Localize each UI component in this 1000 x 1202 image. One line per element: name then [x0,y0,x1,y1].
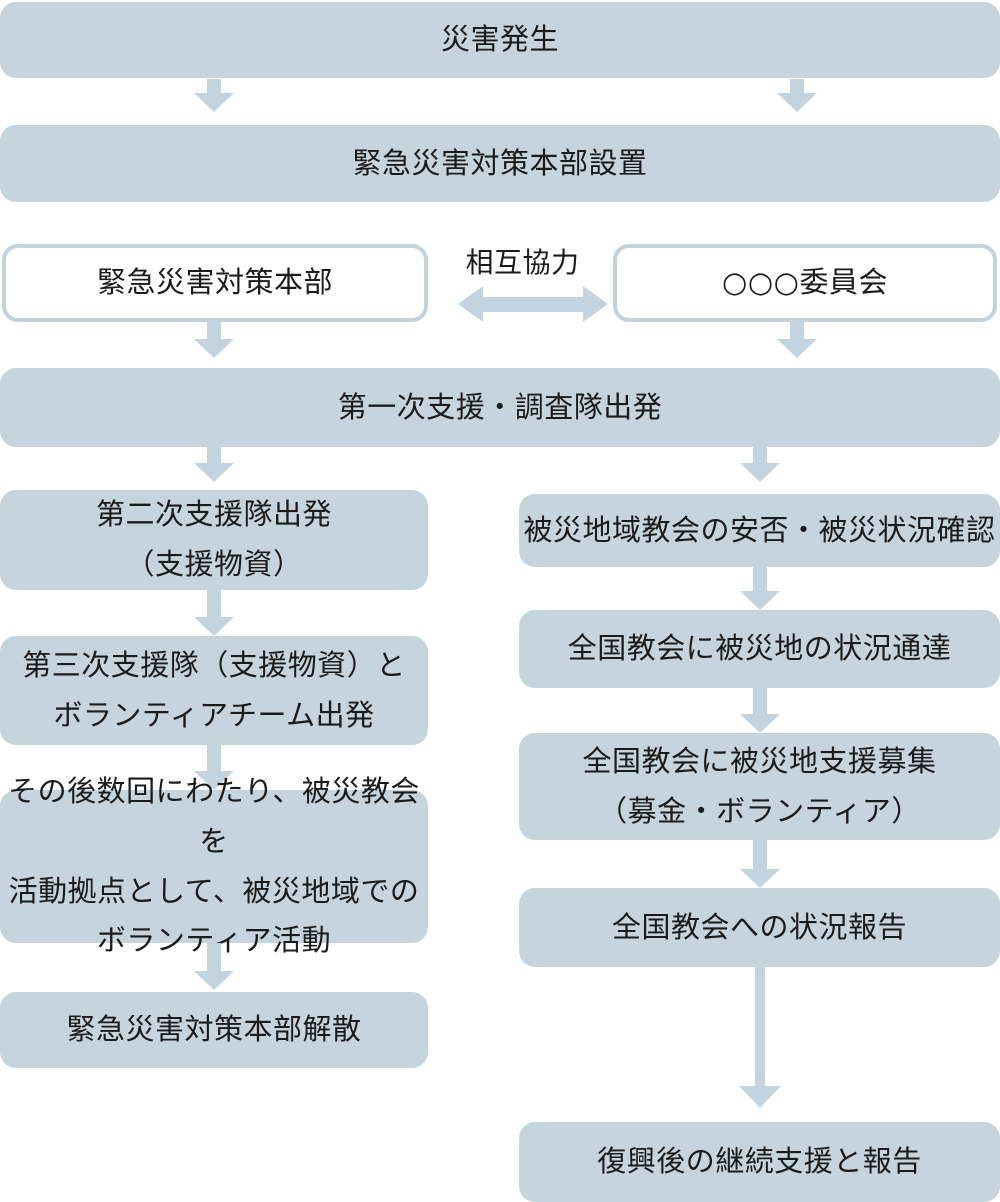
node-emergency-hq: 緊急災害対策本部 [2,244,428,322]
node-recruit-support: 全国教会に被災地支援募集 （募金・ボランティア） [519,733,1000,840]
node-status-report: 全国教会への状況報告 [519,888,1000,967]
flow-arrow-down-icon [194,322,234,358]
double-arrow-icon [458,286,608,322]
flow-arrow-down-icon [740,840,780,888]
flow-arrow-down-icon [740,688,780,733]
node-third-support-team: 第三次支援隊（支援物資）と ボランティアチーム出発 [0,636,428,745]
node-safety-check: 被災地域教会の安否・被災状況確認 [519,494,1000,567]
node-recovery-support: 復興後の継続支援と報告 [519,1122,1000,1202]
flow-arrow-down-icon [194,745,234,790]
node-committee: ○○○委員会 [613,244,997,322]
flow-arrow-down-icon [194,943,234,990]
flow-arrow-down-long-icon [739,967,781,1108]
node-emergency-hq-setup: 緊急災害対策本部設置 [0,125,1000,202]
flow-arrow-down-icon [740,447,780,482]
flow-arrow-down-icon [194,447,234,482]
flow-arrow-down-icon [194,590,234,636]
node-second-support-team: 第二次支援隊出発 （支援物資） [0,490,428,590]
node-hq-dissolve: 緊急災害対策本部解散 [0,992,428,1068]
node-notify-status: 全国教会に被災地の状況通達 [519,610,1000,688]
flow-arrow-down-icon [740,567,780,610]
node-disaster-occurs: 災害発生 [0,2,1000,78]
flow-arrow-down-icon [194,79,234,112]
mutual-cooperation-label: 相互協力 [465,246,580,279]
node-first-support-team: 第一次支援・調査隊出発 [0,368,1000,447]
flow-arrow-down-icon [777,322,817,358]
node-volunteer-activity: その後数回にわたり、被災教会を 活動拠点として、被災地域での ボランティア活動 [0,774,428,957]
flow-arrow-down-icon [777,79,817,112]
